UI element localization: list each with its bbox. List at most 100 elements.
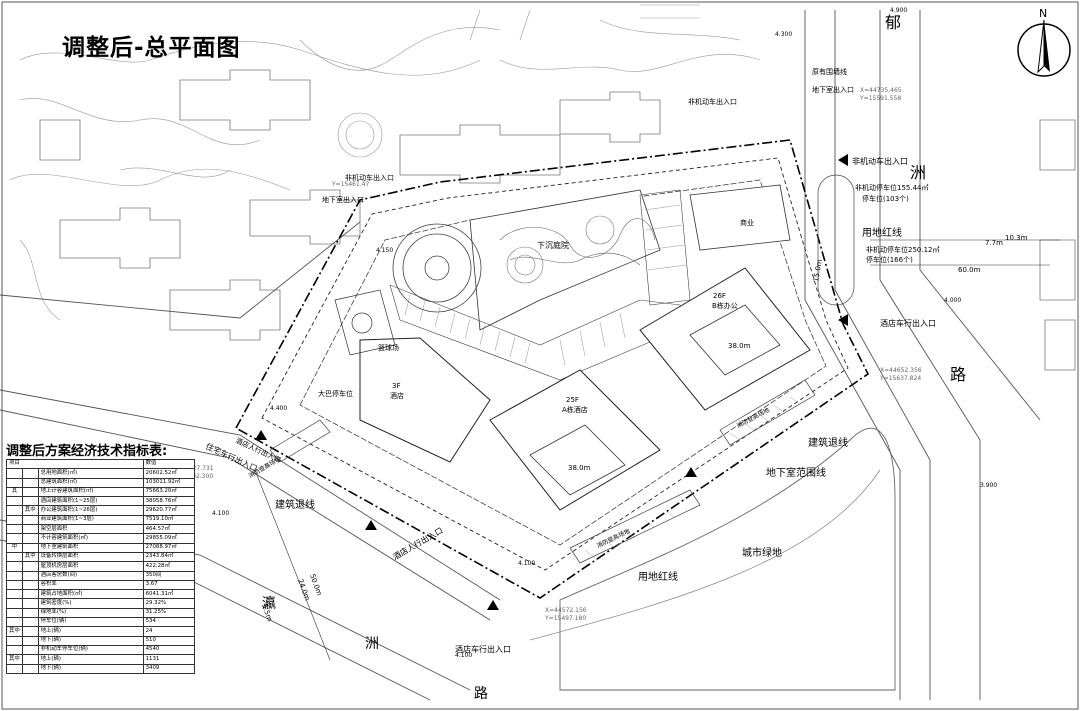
table-subgroup — [21, 579, 39, 591]
table-value: 6041.31㎡ — [142, 589, 195, 600]
table-value: 3.67 — [142, 579, 195, 591]
label-bike-entry-right: 非机动车出入口 — [852, 156, 908, 166]
table-subgroup — [21, 486, 39, 498]
dim-24: 24.0m — [296, 578, 311, 602]
table-row: 建筑密度(%)29.32% — [6, 598, 195, 609]
label-green-space: 城市绿地 — [742, 546, 782, 559]
table-value: 20602.52㎡ — [142, 468, 195, 479]
table-value: 38058.76㎡ — [142, 496, 195, 507]
table-label: 建筑占地面积(㎡) — [37, 589, 144, 600]
elev-3900: 3.900 — [980, 482, 997, 489]
table-row: 总用地面积(㎡)20602.52㎡ — [6, 468, 195, 479]
label-bike-parking-right-count: 停车位(103个) — [862, 194, 909, 203]
green-inner-curve — [529, 469, 881, 641]
dim-15: 15.0m — [812, 259, 824, 283]
table-value: 464.57㎡ — [142, 524, 195, 535]
table-label: 屋顶机房层面积 — [37, 561, 144, 572]
elev-4300: 4.300 — [775, 31, 792, 38]
table-label: 办公建筑面积(1~26层) — [37, 505, 144, 516]
label-court: 篮球场 — [378, 343, 399, 352]
table-label: 停车位(辆) — [37, 617, 144, 628]
sunken-courtyard — [469, 189, 661, 331]
table-label: 酒店建筑面积(1~25层) — [37, 496, 144, 507]
table-value: 75663.20㎡ — [142, 486, 195, 498]
table-group — [6, 644, 23, 656]
table-label: 非机动车停车位(辆) — [37, 644, 144, 656]
dim-77: 7.7m — [985, 239, 1003, 247]
table-label: 酒店客房数(间) — [37, 570, 144, 581]
table-group — [6, 524, 23, 535]
table-header-row: 项目数值 — [6, 458, 195, 470]
label-podium-floors: 3F — [392, 382, 400, 390]
table-value: 29855.09㎡ — [142, 533, 195, 544]
table-row: 商业建筑面积(1~3层)7519.10㎡ — [6, 514, 195, 526]
table-value: 31.25% — [142, 607, 195, 619]
label-office: B栋办公 — [712, 301, 738, 310]
label-wall: 原有围墙线 — [812, 67, 847, 76]
table-value: 103011.92㎡ — [142, 477, 195, 488]
table-value: 350间 — [142, 570, 195, 581]
tower-a-hotel — [489, 369, 661, 511]
north-label: N — [1039, 7, 1047, 20]
table-label: 总用地面积(㎡) — [37, 468, 144, 479]
table-row: 其中办公建筑面积(1~26层)29620.77㎡ — [6, 505, 195, 516]
table-subgroup — [21, 654, 39, 665]
label-height-hotel: 38.0m — [568, 464, 591, 472]
elev-4100-a: 4.100 — [212, 510, 229, 517]
table-subgroup — [21, 635, 39, 646]
table-subgroup — [21, 607, 39, 619]
land-red-line — [234, 139, 870, 599]
table-group — [6, 551, 23, 563]
table-row: 酒店客房数(间)350间 — [6, 570, 195, 581]
label-bike-parking-right2-count: 停车位(166个) — [866, 255, 913, 264]
label-height-office: 38.0m — [728, 342, 751, 350]
podium-hotel-3f — [359, 337, 491, 463]
coord-4-y: Y=15591.558 — [859, 95, 901, 102]
label-basement-range: 地下室范围线 — [766, 466, 826, 479]
table-group: 其中 — [6, 626, 23, 637]
label-basement-entry-left: 地下室出入口 — [322, 195, 364, 204]
table-subgroup — [21, 589, 39, 600]
table-label: 不计容建筑面积(㎡) — [37, 533, 144, 544]
table-row: 总建筑面积(㎡)103011.92㎡ — [6, 477, 195, 488]
table-header-value: 数值 — [142, 458, 195, 470]
label-office-floors: 26F — [713, 292, 726, 300]
table-group — [6, 607, 23, 619]
table-value: 3409 — [142, 663, 195, 674]
table-value: 510 — [142, 635, 195, 646]
table-group — [6, 589, 23, 600]
table-label: 建筑密度(%) — [37, 598, 144, 609]
label-bike-parking-right: 非机动停车位155.44㎡ — [855, 183, 929, 192]
elev-4000: 4.000 — [944, 297, 961, 304]
table-subgroup — [21, 626, 39, 637]
table-row: 地下(辆)3409 — [6, 663, 195, 674]
table-subgroup: 其中 — [21, 551, 39, 563]
table-subgroup — [21, 663, 39, 674]
coord-3-y: Y=15497.180 — [544, 615, 586, 622]
table-group — [6, 561, 23, 572]
coord-3-x: X=44572.156 — [545, 607, 587, 614]
label-sunken-court: 下沉庭院 — [537, 240, 569, 250]
table-group — [6, 598, 23, 609]
label-building-setback-right: 建筑退线 — [808, 436, 848, 449]
dim-60: 60.0m — [958, 266, 981, 274]
table-subgroup — [21, 598, 39, 609]
table-label: 地上(辆) — [37, 626, 144, 637]
fire-lanes — [269, 379, 816, 564]
bike-parking-right — [817, 174, 855, 306]
table-value: 2343.84㎡ — [142, 551, 195, 563]
road-lu-bottom: 路 — [474, 686, 488, 702]
table-label: 架空层面积 — [37, 524, 144, 535]
label-land-line-right: 用地红线 — [862, 226, 902, 239]
dimension-lines — [254, 239, 1060, 661]
table-label: 地上计容建筑面积(㎡) — [37, 486, 144, 498]
table-value: 7519.10㎡ — [142, 514, 195, 526]
elev-4400: 4.400 — [270, 405, 287, 412]
tower-b-office — [639, 267, 811, 411]
